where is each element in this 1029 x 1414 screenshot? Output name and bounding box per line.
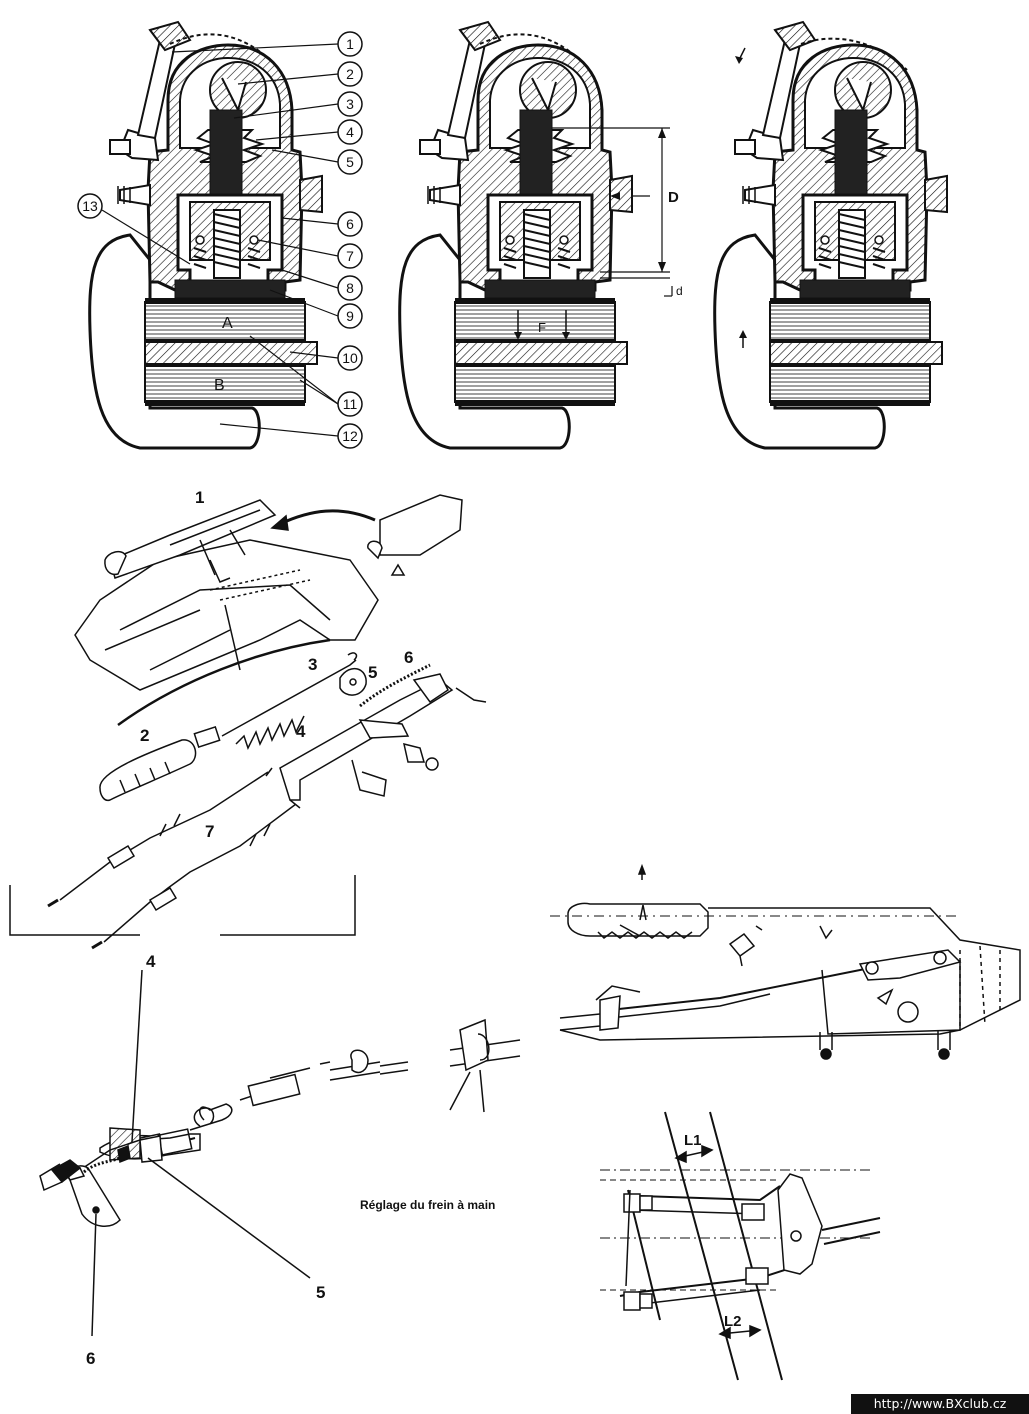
adjust-label-4: 4 bbox=[146, 952, 156, 971]
part-label-7: 7 bbox=[205, 822, 214, 841]
svg-text:13: 13 bbox=[82, 198, 98, 214]
svg-text:9: 9 bbox=[346, 308, 354, 324]
svg-text:5: 5 bbox=[346, 154, 354, 170]
svg-text:10: 10 bbox=[342, 350, 358, 366]
part-label-1: 1 bbox=[195, 488, 204, 507]
callout-8: 8 bbox=[337, 275, 363, 301]
callout-12: 12 bbox=[337, 423, 363, 449]
force-label: F bbox=[538, 320, 546, 335]
part-label-6: 6 bbox=[404, 648, 413, 667]
caliper-figure-1: 1 2 3 4 5 6 7 8 9 10 11 12 13 A B bbox=[77, 20, 363, 450]
callout-6: 6 bbox=[337, 211, 363, 237]
callout-7: 7 bbox=[337, 243, 363, 269]
adjustment-closeup bbox=[39, 969, 311, 1337]
footer-url: http://www.BXclub.cz bbox=[851, 1394, 1029, 1414]
callout-5: 5 bbox=[337, 149, 363, 175]
svg-text:4: 4 bbox=[346, 124, 354, 140]
pad-label-b: B bbox=[214, 377, 225, 394]
callout-3: 3 bbox=[337, 91, 363, 117]
svg-text:3: 3 bbox=[346, 96, 354, 112]
part-label-3: 3 bbox=[308, 655, 317, 674]
length-label-l2: L2 bbox=[724, 1313, 742, 1330]
length-label-l1: L1 bbox=[684, 1132, 702, 1149]
svg-text:11: 11 bbox=[343, 396, 358, 412]
caliper-figure-2: D d F bbox=[398, 20, 683, 450]
dimension-label-d-large: D bbox=[668, 189, 679, 206]
callout-11: 11 bbox=[337, 391, 363, 417]
svg-text:8: 8 bbox=[346, 280, 354, 296]
exploded-handbrake-assembly bbox=[9, 494, 487, 950]
svg-text:1: 1 bbox=[346, 36, 354, 52]
callout-13: 13 bbox=[77, 193, 103, 219]
callout-10: 10 bbox=[337, 345, 363, 371]
pad-label-a: A bbox=[222, 315, 233, 332]
figure-caption: Réglage du frein à main bbox=[360, 1198, 496, 1212]
length-labels: L1 L2 bbox=[684, 1132, 742, 1330]
cable-length-diagram bbox=[600, 1111, 881, 1381]
svg-text:6: 6 bbox=[346, 216, 354, 232]
handbrake-side-view bbox=[550, 863, 1021, 1060]
part-label-2: 2 bbox=[140, 726, 149, 745]
adjustment-labels: 4 5 6 bbox=[86, 952, 325, 1368]
part-label-5: 5 bbox=[368, 663, 377, 682]
part-label-4: 4 bbox=[296, 722, 306, 741]
svg-text:12: 12 bbox=[342, 428, 358, 444]
svg-text:2: 2 bbox=[346, 66, 354, 82]
caliper-figure-3 bbox=[713, 20, 949, 450]
callout-4: 4 bbox=[337, 119, 363, 145]
exploded-part-labels: 1 2 3 4 5 6 7 bbox=[140, 488, 413, 841]
adjust-label-5: 5 bbox=[316, 1283, 325, 1302]
callout-9: 9 bbox=[337, 303, 363, 329]
svg-text:7: 7 bbox=[346, 248, 354, 264]
dimension-label-d-small: d bbox=[676, 284, 683, 298]
adjust-label-6: 6 bbox=[86, 1349, 95, 1368]
callout-1: 1 bbox=[337, 31, 363, 57]
callout-2: 2 bbox=[337, 61, 363, 87]
